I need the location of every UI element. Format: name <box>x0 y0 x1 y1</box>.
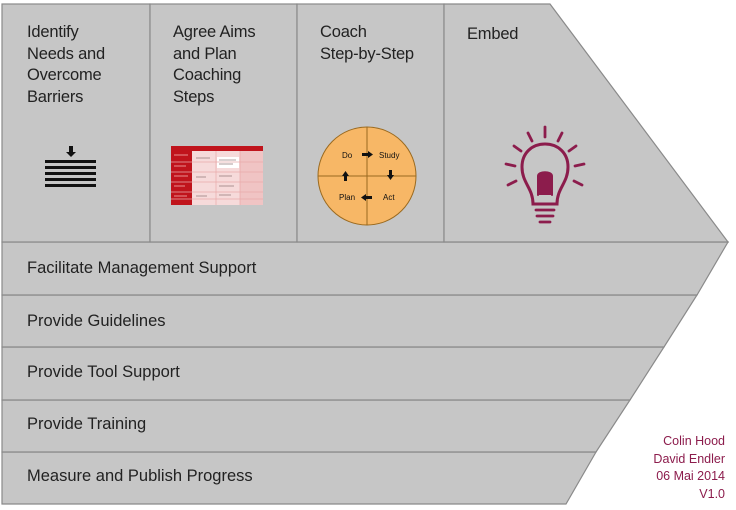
pdsa-act-label: Act <box>383 193 395 202</box>
pdsa-arrow-right <box>362 151 373 158</box>
lightbulb-icon <box>504 125 586 224</box>
support-label-measure-progress: Measure and Publish Progress <box>27 467 253 485</box>
credit-author-2: David Endler <box>653 451 725 466</box>
pdsa-do-label: Do <box>342 151 353 160</box>
stage-title-embed: Embed <box>467 25 519 43</box>
stage-title-agree-aims: Agree Aims and Plan Coaching Steps <box>173 23 256 106</box>
stage-title-identify-needs: Identify Needs and Overcome Barriers <box>27 23 106 106</box>
support-label-training: Provide Training <box>27 415 147 433</box>
credit-date: 06 Mai 2014 <box>656 469 725 483</box>
barrier-lines-icon <box>45 146 96 187</box>
pdsa-study-label: Study <box>379 151 399 160</box>
credits-block: Colin Hood David Endler 06 Mai 2014 V1.0 <box>653 433 725 503</box>
pdsa-plan-label: Plan <box>339 193 355 202</box>
pdsa-arrow-up <box>342 171 349 181</box>
pdsa-cycle-circle: Do Study Plan Act <box>317 126 417 226</box>
coaching-plan-table-thumbnail <box>171 146 263 205</box>
stage-panel-1 <box>1 3 151 243</box>
credit-version: V1.0 <box>699 486 725 501</box>
pdsa-arrow-down <box>387 170 394 180</box>
support-label-management-support: Facilitate Management Support <box>27 259 257 277</box>
stage-title-coach: Coach Step-by-Step <box>320 23 414 63</box>
credit-author-1: Colin Hood <box>663 434 725 448</box>
support-label-guidelines: Provide Guidelines <box>27 312 166 330</box>
pdsa-arrow-left <box>361 194 372 201</box>
support-label-tool-support: Provide Tool Support <box>27 363 180 381</box>
